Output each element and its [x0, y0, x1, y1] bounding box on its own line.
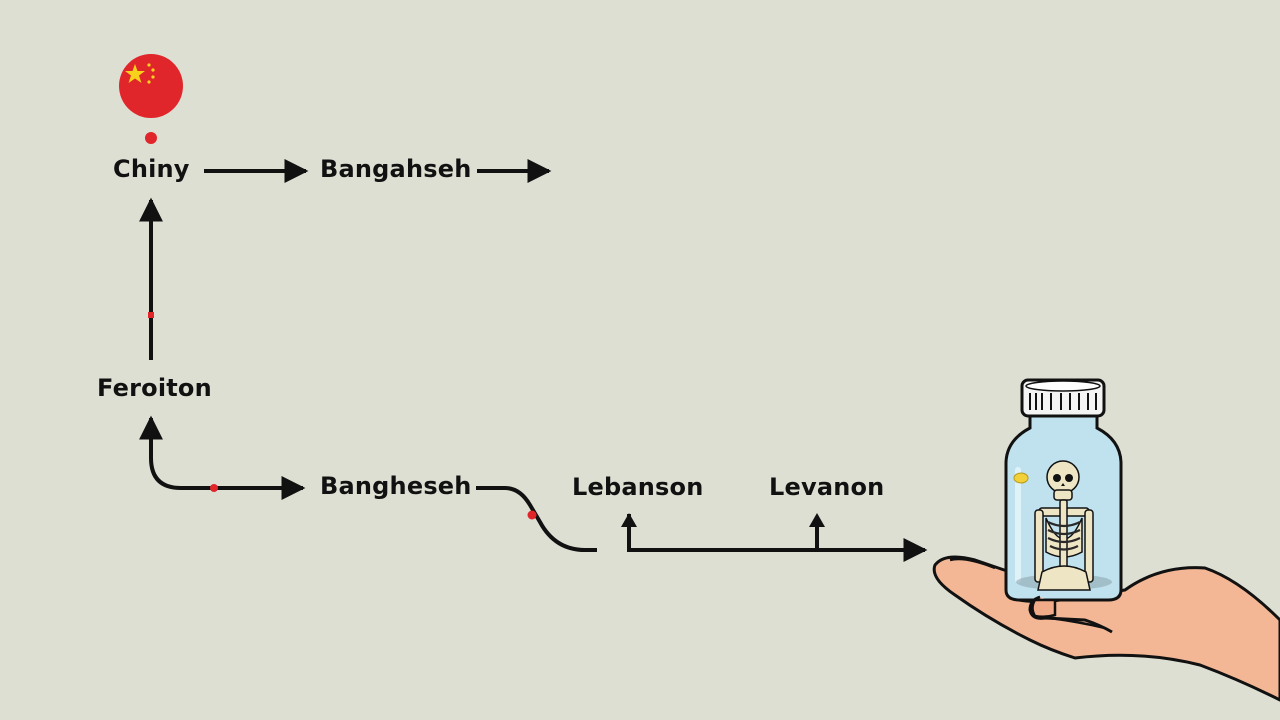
arrow-feroiton-to-chiny: [139, 197, 163, 360]
node-label-feroiton: Feroiton: [97, 374, 212, 402]
curve-bangheseh-to-lebanson: [476, 486, 597, 552]
hand-fingers: [1028, 595, 1113, 634]
red-marker-dot: [145, 132, 157, 144]
node-label-bangheseh: Bangheseh: [320, 472, 472, 500]
red-marker-dot: [210, 484, 218, 492]
node-label-chiny: Chiny: [113, 155, 190, 183]
arrow-line-to-hand: [621, 513, 928, 562]
node-label-levanon: Levanon: [769, 473, 885, 501]
arrow-branch-feroiton-bangheseh: [139, 415, 306, 500]
node-label-bangahseh: Bangahseh: [320, 155, 472, 183]
red-marker-dot: [527, 510, 537, 520]
skeleton-in-bottle-icon: [1004, 378, 1123, 602]
red-marker-dot: [148, 312, 154, 318]
china-flag-circle-icon: [119, 54, 183, 144]
node-label-lebanson: Lebanson: [572, 473, 704, 501]
